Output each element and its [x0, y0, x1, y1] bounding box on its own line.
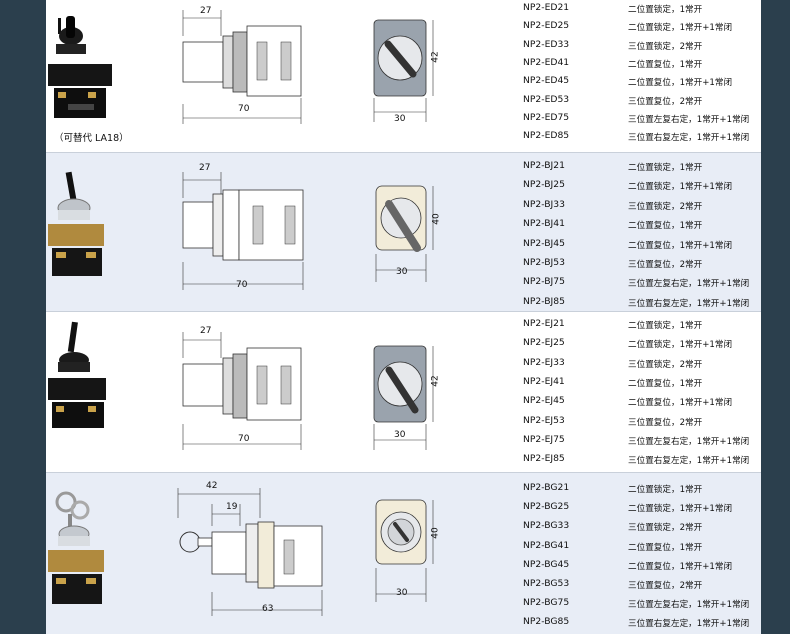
model-description: 三位置锁定，2常开: [628, 201, 703, 212]
section-divider: [46, 472, 761, 473]
model-code: NP2-BG25: [523, 501, 570, 513]
model-code: NP2-BG21: [523, 482, 570, 493]
front-view-drawing: [373, 345, 434, 450]
model-description: 二位置复位，1常开+1常闭: [628, 78, 733, 89]
product-photo-long-handle-selector: [48, 321, 106, 428]
product-photo-black-selector: [48, 16, 112, 118]
model-description: 二位置复位，1常开: [628, 59, 703, 70]
model-description: 二位置锁定，1常开: [628, 5, 703, 15]
dim-bottom: 70: [236, 280, 248, 290]
model-code: NP2-EJ41: [523, 375, 565, 387]
dim-bottom: 70: [238, 104, 250, 114]
model-description: 三位置右复左定，1常开+1常闭: [628, 619, 750, 630]
front-view-drawing: [375, 185, 434, 282]
dim-bottom: 70: [238, 434, 250, 444]
side-view-drawing: [182, 10, 302, 124]
model-description: 二位置锁定，1常开+1常闭: [628, 504, 733, 515]
section-divider: [46, 152, 761, 153]
dim-bottom: 63: [262, 604, 274, 614]
model-description: 二位置复位，1常开: [628, 221, 703, 232]
dim-top: 42: [206, 481, 218, 491]
side-view-drawing: [177, 488, 323, 616]
model-code: NP2-BG45: [523, 558, 570, 570]
dim-height: 40: [431, 213, 442, 225]
model-description: 二位置复位，1常开+1常闭: [628, 561, 733, 572]
model-description: 三位置左复右定，1常开+1常闭: [628, 279, 750, 290]
section-divider: [46, 311, 761, 312]
model-code: NP2-BG53: [523, 578, 570, 589]
front-view-drawing: [375, 499, 434, 602]
model-description: 三位置锁定，2常开: [628, 523, 703, 534]
model-code: NP2-ED45: [523, 75, 570, 87]
model-description: 三位置复位，2常开: [628, 260, 703, 270]
side-view-drawing: [182, 332, 302, 450]
model-code: NP2-BJ85: [523, 295, 565, 307]
model-description: 二位置锁定，1常开: [628, 485, 703, 495]
front-view-drawing: [373, 19, 434, 122]
catalog-sheet: （可替代 LA18） 27 70 42 30: [46, 0, 761, 634]
model-code: NP2-ED75: [523, 111, 570, 123]
model-description: 二位置锁定，1常开+1常闭: [628, 23, 733, 34]
model-description: 三位置左复右定，1常开+1常闭: [628, 114, 750, 125]
model-description: 二位置锁定，1常开: [628, 163, 703, 173]
model-code: NP2-EJ85: [523, 453, 565, 465]
model-code: NP2-BJ33: [523, 198, 565, 210]
model-description: 三位置复位，2常开: [628, 96, 703, 107]
model-code: NP2-BJ45: [523, 237, 565, 249]
model-code: NP2-EJ33: [523, 356, 565, 368]
dim-inner: 19: [226, 502, 238, 512]
model-description: 三位置左复右定，1常开+1常闭: [628, 600, 750, 611]
model-code: NP2-BJ53: [523, 257, 565, 268]
model-code: NP2-ED21: [523, 2, 570, 13]
dim-width: 30: [394, 430, 406, 440]
model-description: 二位置复位，1常开: [628, 378, 703, 389]
model-code: NP2-BG33: [523, 520, 570, 532]
model-description: 三位置复位，2常开: [628, 581, 703, 591]
model-code: NP2-ED25: [523, 20, 570, 32]
model-description: 三位置右复左定，1常开+1常闭: [628, 133, 750, 144]
model-code: NP2-EJ45: [523, 395, 565, 407]
product-photo-chrome-selector: [48, 171, 104, 276]
dim-height: 42: [430, 375, 441, 387]
dim-height: 40: [430, 527, 441, 539]
model-description: 二位置复位，1常开+1常闭: [628, 240, 733, 251]
model-code: NP2-EJ75: [523, 433, 565, 445]
model-code: NP2-ED85: [523, 130, 570, 142]
dim-top: 27: [200, 326, 212, 336]
model-code: NP2-BG85: [523, 616, 570, 628]
model-code: NP2-BJ75: [523, 276, 565, 288]
model-description: 三位置右复左定，1常开+1常闭: [628, 298, 750, 309]
model-code: NP2-BJ41: [523, 218, 565, 230]
model-code: NP2-EJ53: [523, 414, 565, 426]
model-code: NP2-ED41: [523, 56, 570, 68]
model-description: 二位置复位，1常开+1常闭: [628, 398, 733, 409]
model-description: 二位置锁定，1常开: [628, 321, 703, 331]
model-code: NP2-ED53: [523, 93, 570, 105]
model-description: 二位置锁定，1常开+1常闭: [628, 182, 733, 193]
model-code: NP2-BJ21: [523, 160, 565, 171]
model-code: NP2-EJ21: [523, 318, 565, 329]
model-description: 二位置复位，1常开: [628, 542, 703, 553]
dim-height: 42: [430, 51, 441, 63]
model-description: 三位置锁定，2常开: [628, 359, 703, 370]
model-code: NP2-BG75: [523, 597, 570, 609]
product-caption: （可替代 LA18）: [54, 133, 129, 144]
model-description: 二位置锁定，1常开+1常闭: [628, 340, 733, 351]
dim-top: 27: [200, 6, 212, 16]
model-description: 三位置右复左定，1常开+1常闭: [628, 456, 750, 467]
model-description: 三位置左复右定，1常开+1常闭: [628, 436, 750, 447]
dim-width: 30: [396, 588, 408, 598]
dim-top: 27: [199, 163, 211, 173]
side-view-drawing: [182, 172, 304, 290]
product-photo-key-selector: [48, 491, 104, 604]
dim-width: 30: [396, 267, 408, 277]
model-code: NP2-ED33: [523, 38, 570, 50]
dim-width: 30: [394, 114, 406, 124]
model-code: NP2-BG41: [523, 539, 570, 551]
model-description: 三位置复位，2常开: [628, 417, 703, 428]
model-code: NP2-EJ25: [523, 337, 565, 349]
model-description: 三位置锁定，2常开: [628, 41, 703, 52]
model-code: NP2-BJ25: [523, 179, 565, 191]
